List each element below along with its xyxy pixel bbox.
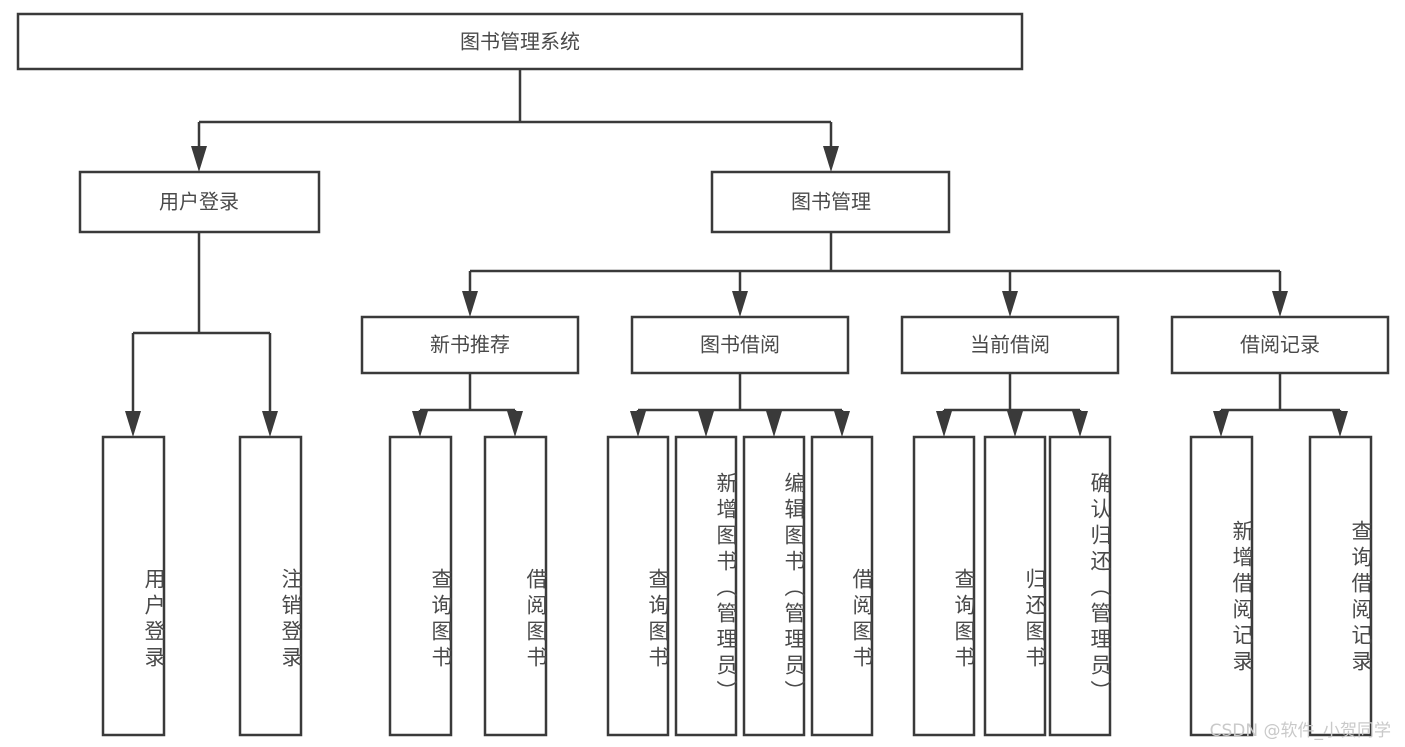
watermark-text: CSDN @软件_小贺同学 (1209, 721, 1391, 741)
arrow-head-borrow-leaf2 (698, 411, 714, 437)
connector-group-root (191, 69, 839, 172)
leaf-box-current-return-book[interactable] (983, 435, 1047, 737)
node-current-borrow[interactable]: 当前借阅 (900, 315, 1120, 375)
arrow-head-book-to-n4 (1272, 291, 1288, 317)
node-book-borrow-box[interactable] (630, 315, 850, 375)
node-user-login[interactable]: 用户登录 (78, 170, 321, 234)
arrow-head-newbook-leaf2 (507, 411, 523, 437)
arrow-head-current-leaf3 (1072, 411, 1088, 437)
connector-group-records (1213, 373, 1348, 437)
connector-group-current-borrow (936, 373, 1088, 437)
leaf-box-current-confirm-return[interactable] (1048, 435, 1112, 737)
node-book-borrow[interactable]: 图书借阅 (630, 315, 850, 375)
leaf-box-borrow-edit-book[interactable] (742, 435, 806, 737)
leaf-box-rec-query-book[interactable] (388, 435, 453, 737)
arrow-head-current-leaf2 (1007, 411, 1023, 437)
leaf-box-record-query[interactable] (1308, 435, 1373, 737)
arrow-head-book-to-n1 (462, 291, 478, 317)
connector-group-book-manage (462, 232, 1288, 317)
node-new-book-recommend[interactable]: 新书推荐 (360, 315, 580, 375)
leaf-box-borrow-borrow-book[interactable] (810, 435, 874, 737)
arrow-head-user-leaf2 (262, 411, 278, 437)
node-current-borrow-box[interactable] (900, 315, 1120, 375)
node-user-login-label: 用户登录 (159, 190, 239, 214)
node-user-login-box[interactable] (78, 170, 321, 234)
arrow-head-borrow-leaf1 (630, 411, 646, 437)
node-new-book-recommend-box[interactable] (360, 315, 580, 375)
arrow-head-record-leaf1 (1213, 411, 1229, 437)
arrow-head-root-to-user (191, 146, 207, 172)
arrow-head-book-to-n3 (1002, 291, 1018, 317)
arrow-head-record-leaf2 (1332, 411, 1348, 437)
node-book-borrow-label: 图书借阅 (700, 333, 780, 357)
leaf-box-user-logout[interactable] (238, 435, 303, 737)
node-new-book-recommend-label: 新书推荐 (430, 333, 510, 357)
node-book-manage[interactable]: 图书管理 (710, 170, 951, 234)
node-borrow-record[interactable]: 借阅记录 (1170, 315, 1390, 375)
leaf-box-borrow-add-book[interactable] (674, 435, 738, 737)
node-book-manage-box[interactable] (710, 170, 951, 234)
node-borrow-record-box[interactable] (1170, 315, 1390, 375)
node-root-label: 图书管理系统 (460, 30, 580, 54)
leaf-box-rec-borrow-book[interactable] (483, 435, 548, 737)
arrow-head-borrow-leaf4 (834, 411, 850, 437)
connector-group-user-login (125, 232, 278, 437)
connector-group-new-books (412, 373, 523, 437)
connector-group-borrow (630, 373, 850, 437)
leaf-box-user-login[interactable] (101, 435, 166, 737)
arrow-head-book-to-n2 (732, 291, 748, 317)
node-current-borrow-label: 当前借阅 (970, 333, 1050, 357)
node-borrow-record-label: 借阅记录 (1240, 333, 1320, 357)
arrow-head-current-leaf1 (936, 411, 952, 437)
node-book-manage-label: 图书管理 (791, 190, 871, 214)
leaf-box-current-query-book[interactable] (912, 435, 976, 737)
leaf-box-record-add[interactable] (1189, 435, 1254, 737)
node-root[interactable]: 图书管理系统 (16, 12, 1024, 71)
arrow-head-root-to-book (823, 146, 839, 172)
leaf-box-borrow-query-book[interactable] (606, 435, 670, 737)
node-root-box[interactable] (16, 12, 1024, 71)
arrow-head-newbook-leaf1 (412, 411, 428, 437)
arrow-head-borrow-leaf3 (766, 411, 782, 437)
arrow-head-user-leaf1 (125, 411, 141, 437)
